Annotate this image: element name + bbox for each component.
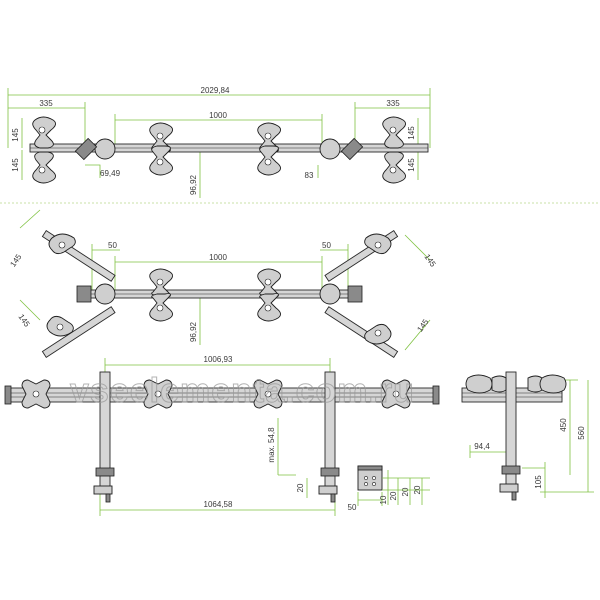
dim-pole-span: 1006,93 — [204, 355, 233, 364]
dim-depth: 96,92 — [189, 174, 198, 195]
dim-clamp-height: 20 — [296, 483, 305, 492]
dim-gap-left: 50 — [108, 241, 117, 250]
top-vesa-head-4 — [382, 116, 406, 184]
front-clamp-left — [93, 467, 115, 503]
top-vesa-head-3 — [257, 122, 281, 176]
front-rail-endcap-left — [4, 385, 12, 405]
dim-clamp-width: 50 — [348, 503, 357, 512]
side-pole — [505, 371, 517, 471]
dim-right-up: 145 — [407, 126, 416, 140]
top-vesa-head-2 — [149, 122, 173, 176]
top-connector-left — [74, 137, 98, 161]
top-connector-right — [340, 137, 364, 161]
dim-offset-right: 83 — [305, 171, 314, 180]
top-view: 2029,84 335 335 1000 145 145 145 145 69,… — [7, 86, 431, 198]
side-vesa-heads — [465, 374, 567, 394]
clamp-dimensions: 50 10 20 20 20 — [348, 470, 430, 512]
dim-side-foot: 105 — [534, 475, 543, 489]
dim-offset-left: 69,49 — [100, 169, 121, 178]
side-clamp — [499, 465, 521, 501]
dim-left-up: 145 — [11, 128, 20, 142]
dim-clamp-d1: 10 — [379, 495, 388, 504]
angled-joint-left — [94, 283, 116, 305]
front-vesa-plate-3 — [253, 379, 283, 409]
dim-left-arm: 335 — [39, 99, 53, 108]
dim-side-offset: 94,4 — [474, 442, 490, 451]
angled-vesa-head-2 — [257, 268, 281, 322]
clamp-detail-view: 50 10 20 20 20 — [348, 465, 430, 512]
side-view: 450 560 94,4 105 — [461, 371, 594, 501]
dim-right-arm: 335 — [386, 99, 400, 108]
dim-angled-depth: 96,92 — [189, 321, 198, 342]
dim-left-down: 145 — [11, 158, 20, 172]
dim-right-down: 145 — [407, 158, 416, 172]
angled-rail-lower-left — [41, 306, 116, 358]
dim-clamp-d3: 20 — [401, 487, 410, 496]
dim-arm-lower-left: 145 — [17, 313, 32, 330]
angled-rail-lower-right — [324, 306, 399, 358]
front-clamp-right — [318, 467, 340, 503]
dim-angled-span: 1000 — [209, 253, 227, 262]
angled-connector-right — [347, 285, 363, 303]
angled-joint-right — [319, 283, 341, 305]
front-rail-endcap-right — [432, 385, 440, 405]
dim-clamp-d2: 20 — [389, 491, 398, 500]
angled-vesa-head-3 — [48, 233, 76, 255]
dim-arm-upper-right: 145 — [423, 253, 438, 270]
watermark: vseelementa.com.ru — [70, 372, 415, 410]
front-vesa-plate-2 — [143, 379, 173, 409]
front-vesa-plate-4 — [381, 379, 411, 409]
front-view: 1006,93 1064,58 max. 54,8 20 — [4, 355, 440, 516]
angled-vesa-head-5 — [364, 233, 392, 255]
dim-overall-length: 2029,84 — [201, 86, 230, 95]
top-joint-right — [319, 138, 341, 160]
side-view-dimensions: 450 560 94,4 105 — [469, 379, 594, 498]
angled-vesa-head-4 — [46, 315, 74, 337]
angled-view: 50 50 1000 145 145 145 145 96,92 — [8, 209, 438, 358]
angled-vesa-head-1 — [149, 268, 173, 322]
top-joint-left — [94, 138, 116, 160]
dim-height-450: 450 — [559, 418, 568, 432]
dim-height-560: 560 — [577, 426, 586, 440]
dim-gap-right: 50 — [322, 241, 331, 250]
dim-arm-upper-left: 145 — [8, 252, 23, 269]
dim-center-span: 1000 — [209, 111, 227, 120]
angled-vesa-head-6 — [364, 323, 392, 345]
dim-arm-lower-right: 145 — [415, 317, 430, 334]
top-view-dimensions: 2029,84 335 335 1000 145 145 145 145 69,… — [7, 86, 431, 198]
dim-max-height: max. 54,8 — [267, 427, 276, 463]
dim-base-span: 1064,58 — [204, 500, 233, 509]
front-vesa-plate-1 — [21, 379, 51, 409]
top-vesa-head-1 — [32, 116, 56, 184]
angled-connector-left — [76, 285, 92, 303]
